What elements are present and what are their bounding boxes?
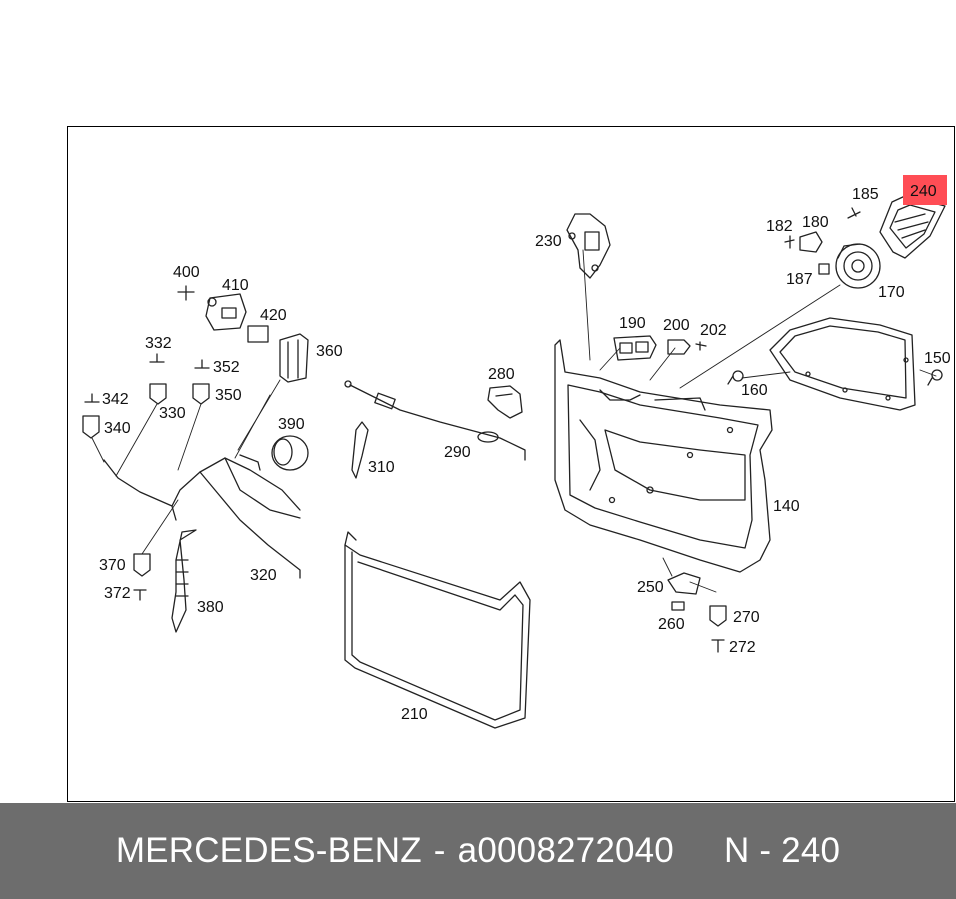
callout-390: 390: [278, 416, 305, 433]
wiring-harness-320-part: [103, 454, 301, 579]
screw-185-part: [847, 207, 861, 219]
callout-185: 185: [852, 186, 879, 203]
callout-140: 140: [773, 498, 800, 515]
screw-372-part: [133, 589, 147, 601]
callout-380: 380: [197, 599, 224, 616]
clip-270-part: [709, 605, 727, 627]
drain-hose-380-part: [171, 529, 197, 633]
diagram-frame: [67, 126, 955, 802]
callout-350: 350: [215, 387, 242, 404]
callout-180: 180: [802, 214, 829, 231]
highlighted-callout-box: [903, 175, 947, 205]
callout-170: 170: [878, 284, 905, 301]
callout-400: 400: [173, 264, 200, 281]
callout-280: 280: [488, 366, 515, 383]
cable-290-part: [344, 380, 526, 461]
clip-350-part: [192, 383, 210, 405]
door-trim-panel-part: [769, 317, 916, 411]
cap-260-part: [671, 601, 685, 611]
clip-200-part: [667, 339, 691, 355]
callout-182: 182: [766, 218, 793, 235]
push-pin-150-part: [927, 369, 943, 386]
callout-202: 202: [700, 322, 727, 339]
callout-240: 240: [910, 183, 937, 200]
callout-310: 310: [368, 459, 395, 476]
clip-370-part: [133, 553, 151, 577]
callout-352: 352: [213, 359, 240, 376]
clip-330-part: [149, 383, 167, 405]
screw-272-part: [711, 639, 725, 653]
door-inner-panel-part: [554, 339, 773, 573]
clip-340-part: [82, 415, 100, 439]
callout-200: 200: [663, 317, 690, 334]
callout-360: 360: [316, 343, 343, 360]
clip-360-part: [279, 333, 309, 383]
callout-160: 160: [741, 382, 768, 399]
pin-400-part: [177, 285, 195, 301]
callout-332: 332: [145, 335, 172, 352]
clip-352-part: [194, 359, 210, 369]
clip-342-part: [84, 393, 100, 403]
callout-410: 410: [222, 277, 249, 294]
nut-187-part: [818, 263, 830, 275]
screw-202-part: [695, 341, 707, 351]
bracket-180-part: [799, 231, 823, 253]
callout-330: 330: [159, 405, 186, 422]
handle-250-part: [667, 572, 701, 595]
callout-320: 320: [250, 567, 277, 584]
part-info-footer: MERCEDES-BENZ - a0008272040 N - 240: [0, 803, 956, 899]
part-number: a0008272040: [457, 831, 674, 870]
speaker-part: [835, 243, 881, 289]
callout-labels: 400 410 420 332 352 342 330 350 340 360 …: [99, 183, 951, 723]
callout-272: 272: [729, 639, 756, 656]
position-number: N - 240: [723, 831, 841, 870]
callout-342: 342: [102, 391, 129, 408]
connector-410-part: [205, 293, 247, 331]
exploded-parts-diagram: 400 410 420 332 352 342 330 350 340 360 …: [82, 175, 951, 729]
clip-332-part: [149, 353, 165, 363]
callout-187: 187: [786, 271, 813, 288]
cable-tie-310-part: [351, 421, 369, 479]
window-frame-part: [344, 531, 531, 729]
brand-name: MERCEDES-BENZ: [115, 831, 422, 870]
lock-280-part: [487, 385, 523, 419]
callout-290: 290: [444, 444, 471, 461]
callout-372: 372: [104, 585, 131, 602]
separator: -: [433, 831, 446, 870]
callout-190: 190: [619, 315, 646, 332]
callout-270: 270: [733, 609, 760, 626]
callout-210: 210: [401, 706, 428, 723]
callout-260: 260: [658, 616, 685, 633]
speaker-grille-part: [879, 195, 946, 259]
clip-182-part: [784, 235, 795, 249]
mirror-trim-part: [566, 213, 611, 279]
callout-340: 340: [104, 420, 131, 437]
grommet-390-part: [271, 435, 309, 471]
callout-420: 420: [260, 307, 287, 324]
seal-420-part: [247, 325, 269, 343]
callout-370: 370: [99, 557, 126, 574]
callout-230: 230: [535, 233, 562, 250]
callout-250: 250: [637, 579, 664, 596]
callout-150: 150: [924, 350, 951, 367]
push-pin-160-part: [727, 370, 744, 385]
